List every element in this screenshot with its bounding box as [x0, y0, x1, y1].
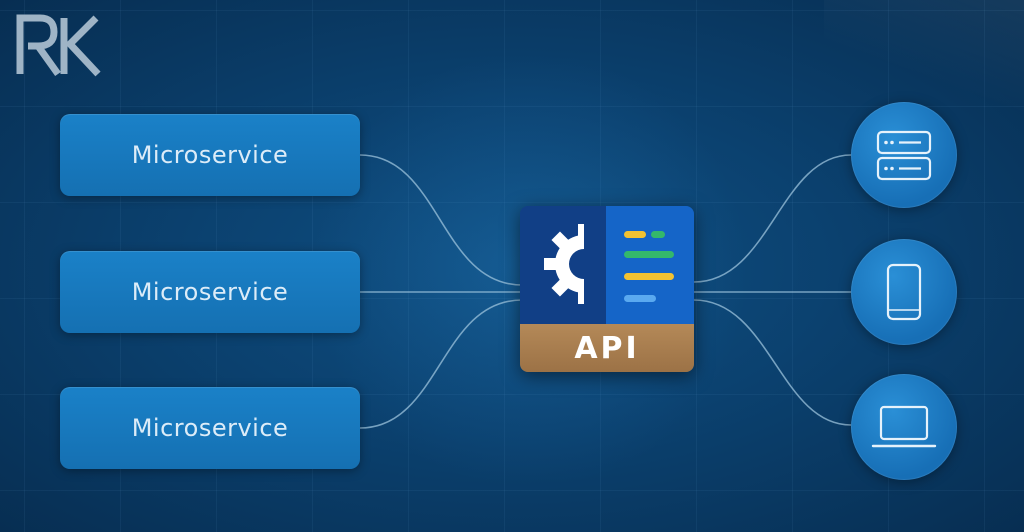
mobile-device-icon: [886, 263, 922, 321]
client-laptop: [851, 374, 957, 480]
link-ms3-api: [359, 299, 523, 429]
microservice-label: Microservice: [131, 278, 289, 306]
api-label: API: [574, 330, 640, 366]
microservice-label: Microservice: [131, 141, 289, 169]
api-label-strip: API: [520, 324, 694, 372]
client-server: [851, 102, 957, 208]
api-bar: [624, 251, 674, 258]
api-left-panel: [520, 206, 624, 324]
api-bar: [651, 231, 665, 238]
api-gateway-block: API: [520, 206, 694, 372]
server-icon: [876, 130, 932, 181]
microservice-box: Microservice: [60, 114, 360, 196]
link-ms1-api: [359, 154, 523, 286]
corner-shade: [824, 0, 1024, 120]
client-mobile: [851, 239, 957, 345]
api-bar: [624, 273, 674, 280]
microservice-box: Microservice: [60, 251, 360, 333]
link-api-client1: [693, 154, 852, 283]
api-right-panel: [606, 206, 694, 324]
laptop-icon: [871, 405, 937, 448]
api-bar: [624, 231, 646, 238]
api-bar: [624, 295, 656, 302]
microservice-box: Microservice: [60, 387, 360, 469]
microservice-label: Microservice: [131, 414, 289, 442]
rk-logo: [14, 12, 104, 82]
link-api-client3: [693, 299, 852, 426]
gear-icon: [544, 206, 624, 324]
